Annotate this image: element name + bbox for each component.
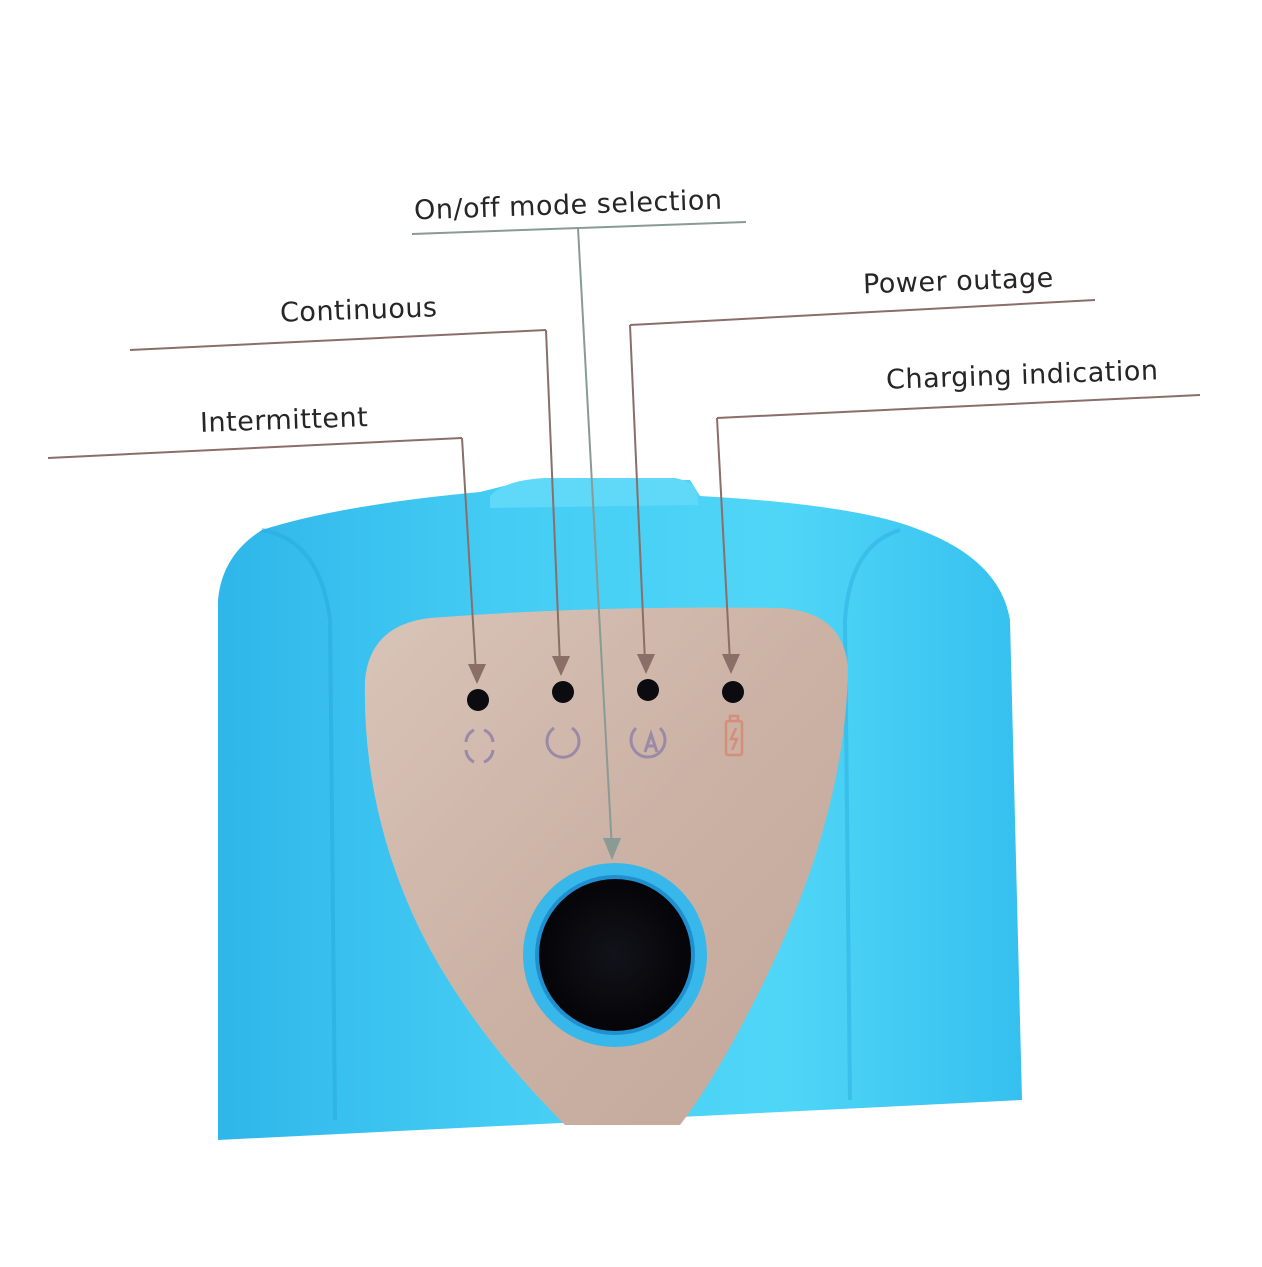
indicator-led-charging	[722, 681, 744, 703]
intermittent-icon	[464, 728, 495, 764]
indicator-led-intermittent	[467, 689, 489, 711]
device-bevel-left	[261, 528, 337, 1121]
callout-continuous: Continuous	[279, 292, 438, 329]
leader-arrowheads	[468, 654, 740, 860]
power-button[interactable]	[539, 879, 691, 1031]
callout-intermittent: Intermittent	[199, 402, 369, 439]
indicator-led-power-outage	[637, 679, 659, 701]
continuous-icon	[545, 726, 581, 759]
device-bevel-right	[842, 528, 901, 1101]
auto-icon	[629, 726, 667, 759]
leader-lines	[47, 221, 1201, 851]
battery-icon	[724, 714, 744, 757]
indicator-led-continuous	[552, 681, 574, 703]
device-top-ridge	[490, 478, 699, 508]
